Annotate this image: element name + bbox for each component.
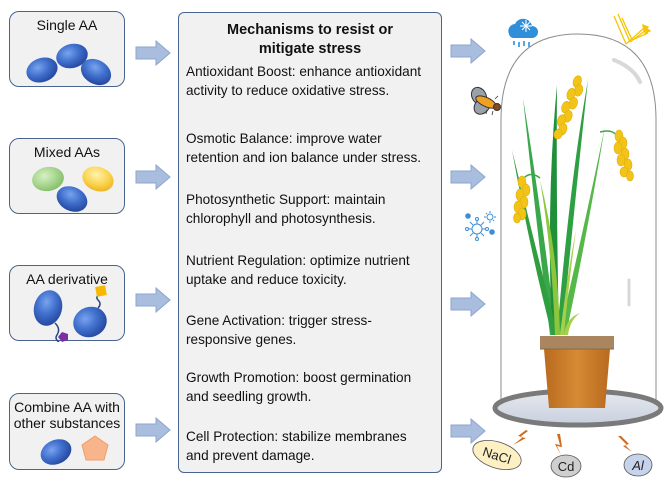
pathogen-icon — [465, 211, 496, 241]
soil-stressor-nacl: NaCl — [472, 440, 522, 470]
mechanism-line: Antioxidant Boost: enhance antioxidant — [186, 64, 422, 79]
mechanism-nutrient-regulation: Nutrient Regulation: optimize nutrient u… — [186, 251, 435, 289]
mechanism-antioxidant-boost: Antioxidant Boost: enhance antioxidant a… — [186, 62, 435, 100]
mixed-amino-acids-icon — [32, 166, 114, 212]
single-amino-acid-icon — [26, 43, 112, 86]
mechanism-line: retention and ion balance under stress. — [186, 150, 422, 165]
input-label: Mixed AAs — [33, 144, 101, 160]
mechanism-gene-activation: Gene Activation: trigger stress- respons… — [186, 311, 435, 349]
mechanism-line: Osmotic Balance: improve water — [186, 131, 382, 146]
rice-plant — [512, 80, 605, 335]
arrow-icon — [450, 38, 486, 64]
amino-acid-derivative-icon — [33, 285, 107, 342]
mechanism-line: Cell Protection: stabilize membranes — [186, 429, 407, 444]
mechanism-cell-protection: Cell Protection: stabilize membranes and… — [186, 427, 435, 465]
input-aa-derivative: AA derivative — [9, 265, 125, 342]
mechanism-line: Photosynthetic Support: maintain — [186, 192, 386, 207]
soil-stressor-al: Al — [623, 453, 653, 477]
glass-highlight — [612, 58, 642, 84]
arrow-icon — [450, 164, 486, 190]
amino-acid-combination-icon — [40, 435, 109, 465]
title-line: Mechanisms to resist or — [227, 22, 393, 38]
rice-panicle — [513, 173, 541, 224]
title-line: mitigate stress — [258, 41, 362, 57]
mechanism-line: uptake and reduce toxicity. — [186, 272, 347, 287]
stressor-label: Cd — [558, 459, 575, 474]
mechanism-growth-promotion: Growth Promotion: boost germination and … — [186, 368, 435, 406]
input-combine-aa: Combine AA with other substances — [9, 393, 125, 470]
arrow-icon — [135, 287, 171, 313]
cold-rain-icon — [508, 18, 538, 47]
input-label-line: Combine AA with — [14, 399, 120, 415]
arrow-icon — [135, 40, 171, 66]
arrow-icon — [135, 417, 171, 443]
mechanism-line: chlorophyll and photosynthesis. — [186, 211, 376, 226]
mechanisms-title: Mechanisms to resist or mitigate stress — [179, 21, 441, 59]
mechanism-photosynthetic-support: Photosynthetic Support: maintain chlorop… — [186, 190, 435, 228]
rice-panicle — [553, 75, 584, 140]
plant-scene: NaCl Cd Al — [465, 13, 664, 478]
input-label: Combine AA with other substances — [10, 399, 124, 431]
arrow-icon — [135, 164, 171, 190]
insect-pest-icon — [470, 86, 501, 116]
mechanism-line: and seedling growth. — [186, 389, 312, 404]
rice-panicle — [599, 129, 634, 182]
input-label-line: other substances — [13, 415, 121, 431]
arrow-icon — [450, 418, 486, 444]
uv-light-icon — [613, 13, 652, 45]
input-label: AA derivative — [26, 271, 108, 287]
mechanism-line: and prevent damage. — [186, 448, 315, 463]
mechanism-line: Nutrient Regulation: optimize nutrient — [186, 253, 410, 268]
stressor-label: Al — [631, 458, 645, 473]
mechanism-line: Gene Activation: trigger stress- — [186, 313, 372, 328]
arrow-icon — [450, 291, 486, 317]
flower-pot — [540, 336, 614, 408]
input-label: Single AA — [36, 17, 98, 33]
mechanism-osmotic-balance: Osmotic Balance: improve water retention… — [186, 129, 435, 167]
input-mixed-aas: Mixed AAs — [9, 138, 125, 214]
mechanism-line: responsive genes. — [186, 332, 297, 347]
bell-jar — [500, 33, 657, 412]
input-single-aa: Single AA — [9, 11, 125, 87]
mechanism-line: Growth Promotion: boost germination — [186, 370, 412, 385]
mechanism-line: activity to reduce oxidative stress. — [186, 83, 390, 98]
lightning-icon — [513, 430, 632, 455]
soil-stressor-cd: Cd — [550, 454, 582, 478]
mechanisms-panel: Mechanisms to resist or mitigate stress … — [178, 12, 442, 473]
